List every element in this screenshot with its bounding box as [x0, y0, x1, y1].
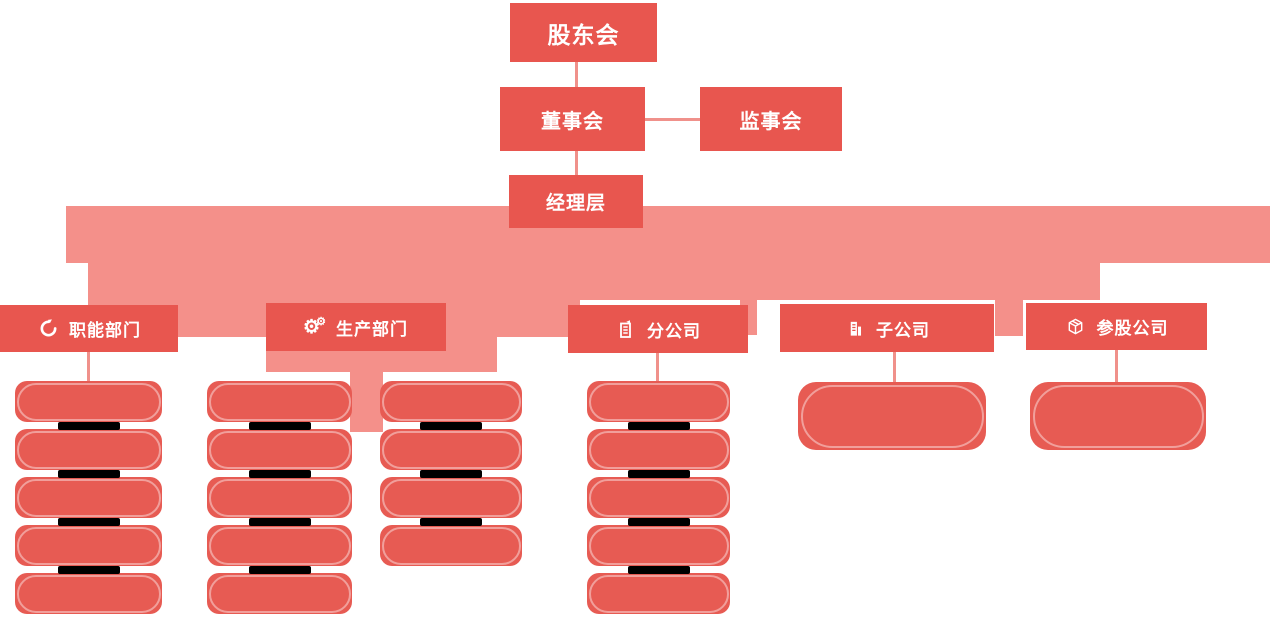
pill-stack-production-2	[380, 381, 522, 573]
node-supervisors: 监事会	[700, 87, 842, 151]
big-pill-invested	[1030, 382, 1206, 450]
divider-bar	[248, 517, 311, 526]
divider-bar	[420, 517, 482, 526]
divider-bar	[627, 421, 690, 430]
connector-branch-company-header-pills	[656, 353, 659, 381]
divider-bar	[627, 469, 690, 478]
pill-stack-functional	[15, 381, 162, 621]
big-pill-subsidiary	[798, 382, 986, 450]
pill	[15, 477, 162, 526]
node-supervisors-label: 监事会	[739, 110, 803, 133]
node-management: 经理层	[509, 175, 643, 228]
divider-bar	[627, 517, 690, 526]
fan-gap-invested	[995, 300, 1023, 336]
pill	[380, 429, 522, 478]
branch-header-production-label: 生产部门	[336, 319, 408, 339]
pill	[380, 381, 522, 430]
pill	[207, 573, 352, 614]
divider-bar	[248, 421, 311, 430]
branch-header-branch-company: 分公司	[568, 305, 748, 353]
pill	[207, 429, 352, 478]
pill	[15, 429, 162, 478]
node-shareholders: 股东会	[510, 3, 657, 62]
pill	[15, 525, 162, 574]
connector-board-management	[575, 151, 578, 175]
pill	[15, 381, 162, 430]
pill-stack-branch-company	[587, 381, 730, 621]
connector-board-supervisors	[645, 118, 700, 121]
connector-invested-header-pill	[1115, 350, 1118, 382]
circular-arrows-icon	[37, 318, 59, 340]
fan-band-top	[66, 206, 1270, 263]
cube-icon	[1065, 316, 1087, 338]
connector-functional-header-pills	[87, 352, 90, 381]
pill	[587, 525, 730, 574]
branch-header-branch-company-label: 分公司	[647, 321, 701, 341]
branch-header-subsidiary: 子公司	[780, 304, 994, 352]
connector-subsidiary-header-pill	[893, 352, 896, 382]
branch-header-invested: 参股公司	[1026, 303, 1207, 350]
node-board: 董事会	[500, 87, 645, 151]
pill-stack-production-1	[207, 381, 352, 621]
node-management-label: 经理层	[545, 193, 606, 214]
pill	[380, 525, 522, 566]
pill	[15, 573, 162, 614]
branch-header-invested-label: 参股公司	[1096, 319, 1169, 338]
divider-bar	[248, 469, 311, 478]
node-shareholders-label: 股东会	[547, 21, 620, 48]
building-icon	[844, 317, 866, 339]
node-board-label: 董事会	[541, 110, 604, 133]
connector-shareholders-board	[575, 62, 578, 87]
pill	[207, 477, 352, 526]
divider-bar	[420, 421, 482, 430]
divider-bar	[627, 565, 690, 574]
pill	[380, 477, 522, 526]
fan-strip-production	[350, 372, 383, 432]
branch-header-production: ⚙⚙ 生产部门	[266, 303, 446, 351]
divider-bar	[57, 421, 120, 430]
gears-icon: ⚙⚙	[303, 316, 327, 338]
divider-bar	[57, 565, 120, 574]
pill	[587, 573, 730, 614]
fan-band-mid	[88, 263, 1100, 300]
pill	[587, 477, 730, 526]
branch-header-subsidiary-label: 子公司	[876, 320, 930, 340]
divider-bar	[420, 469, 482, 478]
pill	[587, 381, 730, 430]
divider-bar	[248, 565, 311, 574]
divider-bar	[57, 469, 120, 478]
divider-bar	[57, 517, 120, 526]
pill	[207, 525, 352, 574]
branch-header-functional: 职能部门	[0, 305, 178, 352]
pill	[207, 381, 352, 430]
branch-header-functional-label: 职能部门	[69, 321, 141, 340]
building-flag-icon	[615, 318, 637, 340]
pill	[587, 429, 730, 478]
